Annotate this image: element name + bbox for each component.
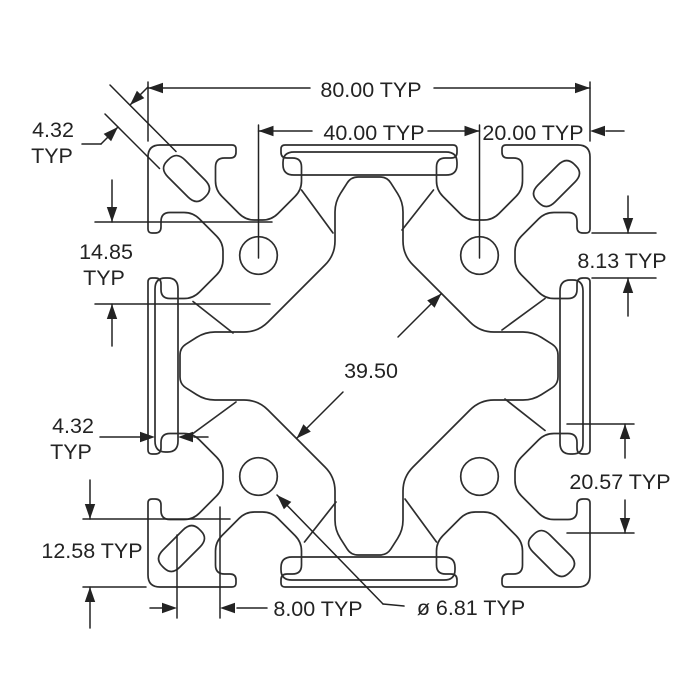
center-cavity-outline xyxy=(179,176,559,556)
corner-channel xyxy=(532,159,581,208)
arrowhead xyxy=(148,82,163,94)
boss-hole xyxy=(238,456,279,497)
dim-label-side-cavity: 20.57 TYP xyxy=(569,470,670,494)
arrowhead xyxy=(220,602,235,614)
extension-line xyxy=(109,84,177,153)
arrowhead xyxy=(575,82,590,94)
dim-label-hole-diameter: ø 6.81 TYP xyxy=(417,596,525,620)
corner-channel xyxy=(162,154,211,203)
dim-label-edge-to-slot: 20.00 TYP xyxy=(482,121,583,145)
arrowhead xyxy=(464,125,480,137)
web-line xyxy=(192,300,234,334)
dim-label-slot-opening: 8.13 TYP xyxy=(577,249,666,273)
dim-label-corner-web-typ: TYP xyxy=(31,144,73,168)
dim-label-center-cavity: 39.50 xyxy=(344,359,398,383)
arrowhead xyxy=(84,587,96,602)
dim-label-corner-slot-offset: 14.85 xyxy=(79,240,133,264)
arrowhead xyxy=(619,424,631,439)
arrowhead xyxy=(296,424,311,439)
web-line xyxy=(303,501,337,543)
face-channel xyxy=(559,279,584,455)
corner-channel xyxy=(157,524,206,573)
web-line xyxy=(401,189,435,231)
boss-hole xyxy=(459,456,500,497)
dimension-lines-group xyxy=(81,81,657,629)
dimension-labels-group: 80.00 TYP 40.00 TYP 20.00 TYP 4.32 TYP 1… xyxy=(31,78,671,621)
arrowhead xyxy=(258,125,274,137)
dim-label-corner-slot-offset-typ: TYP xyxy=(83,266,125,290)
corner-channel xyxy=(527,529,576,578)
web-line xyxy=(300,189,334,234)
arrowhead xyxy=(178,431,193,443)
arrowhead xyxy=(140,431,155,443)
arrowhead xyxy=(622,278,634,293)
dim-label-face-channel: 4.32 xyxy=(52,414,94,438)
extension-line xyxy=(104,113,161,170)
arrowhead xyxy=(590,125,605,137)
web-line xyxy=(192,401,237,435)
arrowhead xyxy=(106,207,118,222)
web-line xyxy=(504,398,546,432)
dimension-line xyxy=(276,494,384,605)
arrowhead xyxy=(619,518,631,533)
arrowhead xyxy=(277,495,292,510)
dim-label-corner-web: 4.32 xyxy=(32,118,74,142)
arrowhead xyxy=(427,293,442,308)
arrowhead xyxy=(106,304,118,319)
web-line xyxy=(404,498,438,543)
web-line xyxy=(501,297,546,331)
arrowhead xyxy=(162,602,177,614)
face-channel xyxy=(280,556,456,581)
dim-label-slot-spacing: 40.00 TYP xyxy=(323,121,424,145)
dim-label-overall-width: 80.00 TYP xyxy=(320,78,421,102)
profile-outer-outline xyxy=(147,144,591,588)
arrowhead xyxy=(84,504,96,519)
arrowhead xyxy=(622,218,634,233)
dim-label-face-channel-typ: TYP xyxy=(50,440,92,464)
arrowhead xyxy=(130,90,145,105)
arrowhead xyxy=(103,127,118,142)
face-channel xyxy=(154,277,179,453)
face-channel xyxy=(282,151,458,176)
dim-label-channel-offset: 8.00 TYP xyxy=(273,597,362,621)
dimension-line xyxy=(382,603,405,607)
dim-label-bottom-offset: 12.58 TYP xyxy=(41,539,142,563)
